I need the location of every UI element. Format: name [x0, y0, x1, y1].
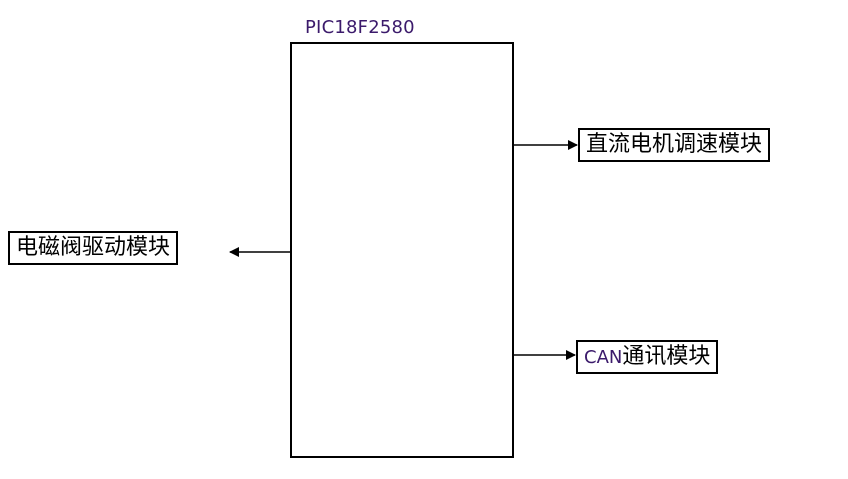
mcu-label: PIC18F2580 [305, 17, 415, 38]
dc-motor-speed-module-label: 直流电机调速模块 [586, 132, 763, 157]
can-communication-module-label: 通讯模块 [622, 344, 711, 369]
mcu-block [290, 42, 514, 458]
can-communication-module: CAN通讯模块 [576, 340, 719, 374]
dc-motor-speed-module: 直流电机调速模块 [578, 128, 771, 162]
solenoid-valve-driver-module: 电磁阀驱动模块 [8, 231, 179, 265]
can-communication-module-prefix: CAN [584, 347, 623, 368]
solenoid-valve-driver-module-label: 电磁阀驱动模块 [16, 235, 171, 260]
